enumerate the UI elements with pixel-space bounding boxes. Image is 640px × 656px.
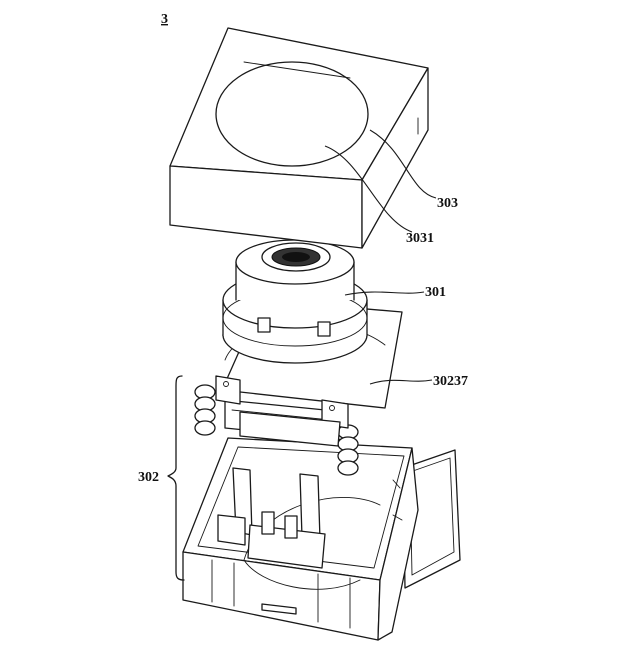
lens-barrel: [222, 239, 368, 364]
leader-303: [369, 129, 437, 199]
label-30237: 30237: [433, 374, 468, 389]
cover-window: [215, 61, 369, 167]
label-301: 301: [425, 285, 446, 300]
left-spring: [194, 375, 241, 436]
label-3031: 3031: [406, 231, 434, 246]
figure-number: 3: [161, 12, 168, 27]
leader-30237: [369, 379, 433, 385]
label-303: 303: [437, 196, 458, 211]
leader-301: [344, 291, 425, 296]
base-housing: [182, 437, 461, 641]
leader-3031: [324, 145, 413, 233]
label-302: 302: [138, 470, 159, 485]
top-cover: [169, 27, 429, 249]
right-spring: [321, 399, 359, 476]
bracket-302: [167, 375, 185, 581]
